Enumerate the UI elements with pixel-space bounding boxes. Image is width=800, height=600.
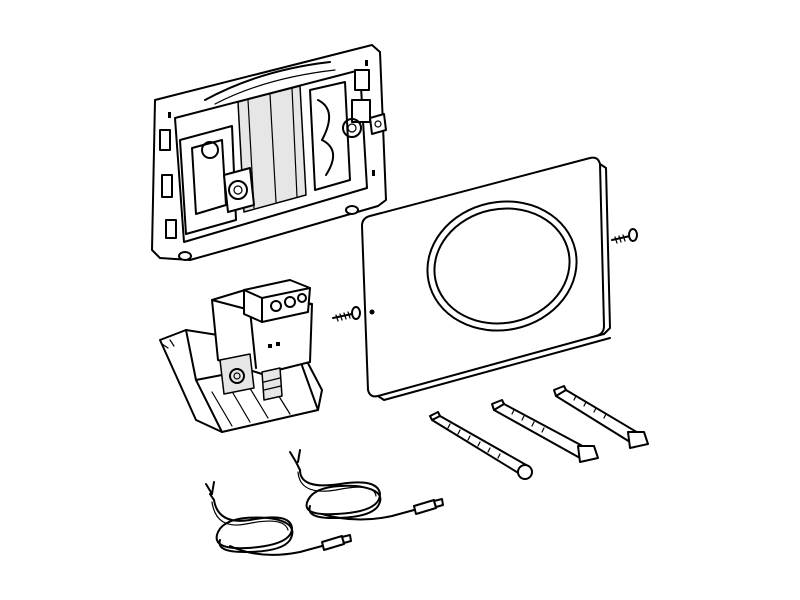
mounting-frame: [151, 44, 387, 261]
connection-cable-right: [289, 449, 444, 521]
fixing-rod-3: [553, 385, 649, 449]
electronics-module: [159, 279, 323, 433]
actuator-cover-plate: [361, 156, 611, 401]
fixing-rod-1: [429, 411, 533, 480]
connection-cable-left: [205, 481, 352, 556]
fixing-rod-2: [491, 399, 599, 463]
screw-right: [611, 228, 638, 244]
screw-left: [332, 306, 361, 322]
